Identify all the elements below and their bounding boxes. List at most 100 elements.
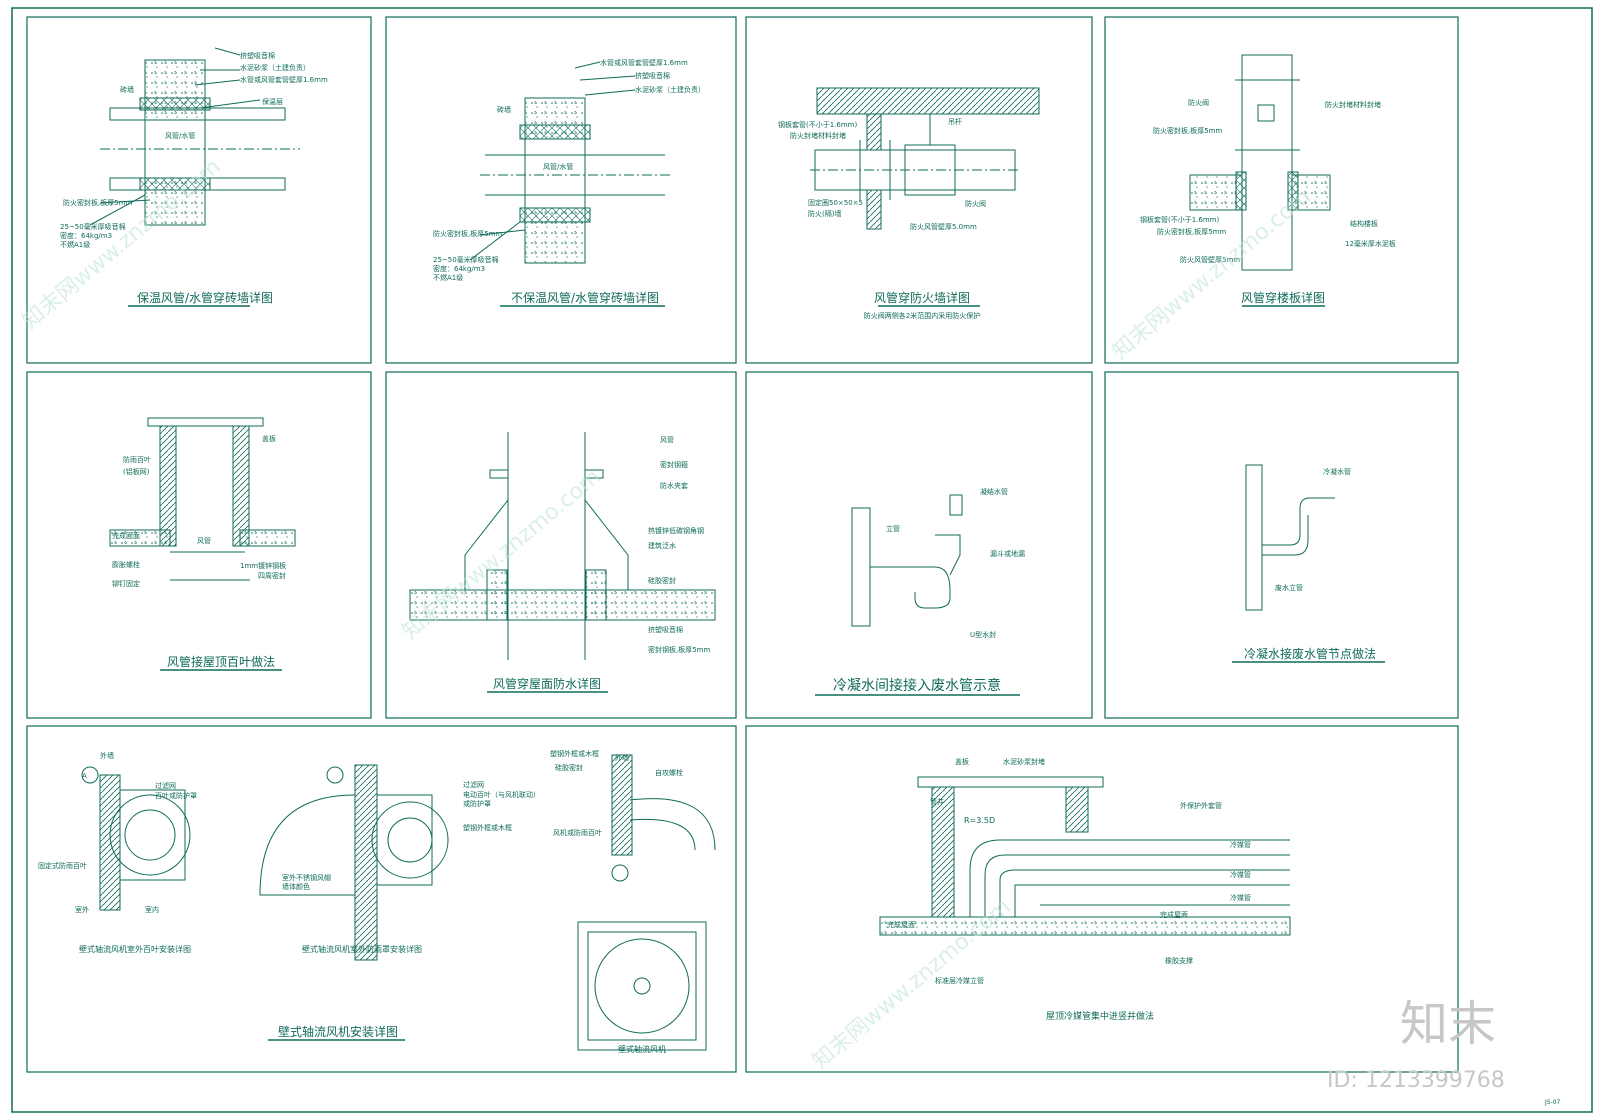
label: 25~50毫米厚吸音棉: [60, 222, 126, 231]
label: 挤塑吸音棉: [635, 71, 670, 80]
label: (铝板网): [123, 467, 150, 476]
id-text: ID: 1213399768: [1327, 1068, 1505, 1093]
label: 室外不锈钢风帽: [282, 873, 331, 882]
label: 砖墙: [120, 85, 134, 94]
label: 不燃A1级: [60, 240, 90, 249]
label: 盖板: [262, 434, 276, 443]
label: 硅胶密封: [555, 763, 583, 772]
label: 外墙: [100, 751, 114, 760]
footer: 知末 ID: 1213399768 JS-07: [1327, 996, 1561, 1106]
label: 防火密封板,板厚5mm: [1157, 227, 1226, 236]
label: 塑钢外框或木框: [550, 749, 599, 758]
panel-title: 风管穿楼板详图: [1241, 290, 1325, 305]
watermark: 知末网www.znzmo.com: [18, 154, 226, 334]
label: 水管或风管套管壁厚1.6mm: [240, 75, 328, 84]
detail-firewall: [810, 87, 1040, 230]
label: 风管/水管: [543, 162, 573, 171]
label: 风机或防雨百叶: [553, 828, 602, 837]
label: 橡胶支撑: [1165, 956, 1193, 965]
label: 膨胀螺栓: [112, 560, 140, 569]
label: 墙体颜色: [282, 882, 310, 891]
label: 外墙: [615, 753, 629, 762]
panel-title: 风管穿屋面防水详图: [493, 676, 601, 691]
label: 电动百叶（与风机联动）: [463, 790, 540, 799]
label: 密度：64kg/m3: [60, 231, 112, 240]
label: 凝结水管: [980, 487, 1008, 496]
label: 漏斗或地漏: [990, 549, 1025, 558]
label: 固定圈50×50×5: [808, 198, 863, 207]
sub-title: 壁式轴流风机室外防雨罩安装详图: [302, 944, 422, 954]
panel2-labels: 水管或风管套管壁厚1.6mm 挤塑吸音棉 水泥砂浆（土建负责） 砖墙 风管/水管…: [433, 58, 705, 307]
label: 室内: [145, 905, 159, 914]
detail-roof-waterproof: [409, 432, 716, 660]
label: 完成面面: [112, 531, 140, 540]
label: 水泥砂浆（土建负责）: [635, 85, 705, 94]
label: 风管/水管: [165, 131, 195, 140]
label: 建筑泛水: [648, 541, 676, 550]
label: 保温层: [262, 97, 283, 106]
label: 过滤网: [463, 780, 484, 789]
panel-title: 不保温风管/水管穿砖墙详图: [511, 290, 659, 305]
panel-title: 冷凝水接废水管节点做法: [1244, 646, 1376, 661]
label: 12毫米厚水泥板: [1345, 239, 1396, 248]
label: 防火(隔)墙: [808, 209, 841, 218]
label: 密封钢板,板厚5mm: [648, 645, 710, 654]
label: 防火密封板,板厚5mm: [1153, 126, 1222, 135]
panel-title: 屋顶冷媒管集中进竖井做法: [1046, 1010, 1154, 1022]
detail-wall-plain: [469, 61, 670, 264]
sheet-border: [11, 7, 1593, 1113]
label: 钢板套管(不小于1.6mm): [778, 120, 858, 129]
detail-condensate-node: [1245, 464, 1335, 611]
label: 塑钢外框或木框: [463, 823, 512, 832]
label: 防雨百叶: [123, 455, 151, 464]
label: 吊杆: [948, 117, 962, 126]
label: R=3.5D: [964, 816, 995, 825]
label: 热镀锌低碳钢角钢: [648, 526, 704, 535]
label: 固定式防雨百叶: [38, 861, 87, 870]
panel5-labels: 盖板 防雨百叶 (铝板网) 完成面面 膨胀螺栓 铆钉固定 风管 1mm镀锌钢板 …: [112, 434, 286, 671]
label: 1mm镀锌钢板: [240, 561, 286, 570]
sub-title: 壁式轴流风机: [618, 1044, 666, 1054]
panel4-labels: 防火阀 防火封堵材料封堵 防火密封板,板厚5mm 钢板套管(不小于1.6mm) …: [1140, 98, 1396, 307]
label: 防火风管壁厚5.0mm: [910, 222, 977, 231]
label: 四周密封: [258, 571, 286, 580]
watermark: 知末网www.znzmo.com: [1108, 184, 1316, 364]
label: 管井: [930, 797, 944, 806]
label: 钢板套管(不小于1.6mm): [1140, 215, 1220, 224]
sheet-code: JS-07: [1544, 1099, 1561, 1106]
sub-title: 壁式轴流风机室外百叶安装详图: [79, 944, 191, 954]
label: 冷媒管: [1230, 870, 1251, 879]
detail-roof-louver: [109, 417, 296, 581]
label: 废水立管: [1275, 583, 1303, 592]
label: 25~50毫米厚吸音棉: [433, 255, 499, 264]
label: 完成屋面: [1160, 910, 1188, 919]
label: 密封钢箍: [660, 460, 688, 469]
panel-title: 壁式轴流风机安装详图: [278, 1024, 398, 1039]
label: 风管: [660, 435, 674, 444]
panel8-labels: 冷凝水管 废水立管 冷凝水接废水管节点做法: [1232, 467, 1385, 663]
label: 水管或风管套管壁厚1.6mm: [600, 58, 688, 67]
label: 防火密封板,板厚5mm: [433, 229, 502, 238]
label: 盖板: [955, 757, 969, 766]
panel-subtitle: 防火阀两侧各2米范围内采用防火保护: [864, 311, 980, 320]
detail-refrigerant-shaft: [879, 776, 1291, 936]
label: 防火封堵材料封堵: [790, 131, 846, 140]
label: 冷媒管: [1230, 840, 1251, 849]
label: 冷凝水管: [1323, 467, 1351, 476]
label: 水泥砂浆（土建负责）: [240, 63, 310, 72]
label: 水泥砂浆封堵: [1003, 757, 1045, 766]
label: U型水封: [970, 630, 996, 639]
detail-wall-insulated: [89, 47, 300, 226]
detail-condensate-indirect: [851, 494, 963, 627]
label: 硅胶密封: [648, 576, 676, 585]
detail-wall-fan: [81, 754, 716, 1051]
panel-frames: [26, 16, 1459, 1073]
label: 或防护罩: [463, 799, 491, 808]
label: 立管: [886, 524, 900, 533]
panel7-labels: 凝结水管 立管 漏斗或地漏 U型水封 冷凝水间接接入废水管示意: [815, 487, 1025, 696]
label: A: [82, 772, 87, 780]
label: 防水夹套: [660, 481, 688, 490]
label: 防火封堵材料封堵: [1325, 100, 1381, 109]
label: 铆钉固定: [112, 579, 140, 588]
